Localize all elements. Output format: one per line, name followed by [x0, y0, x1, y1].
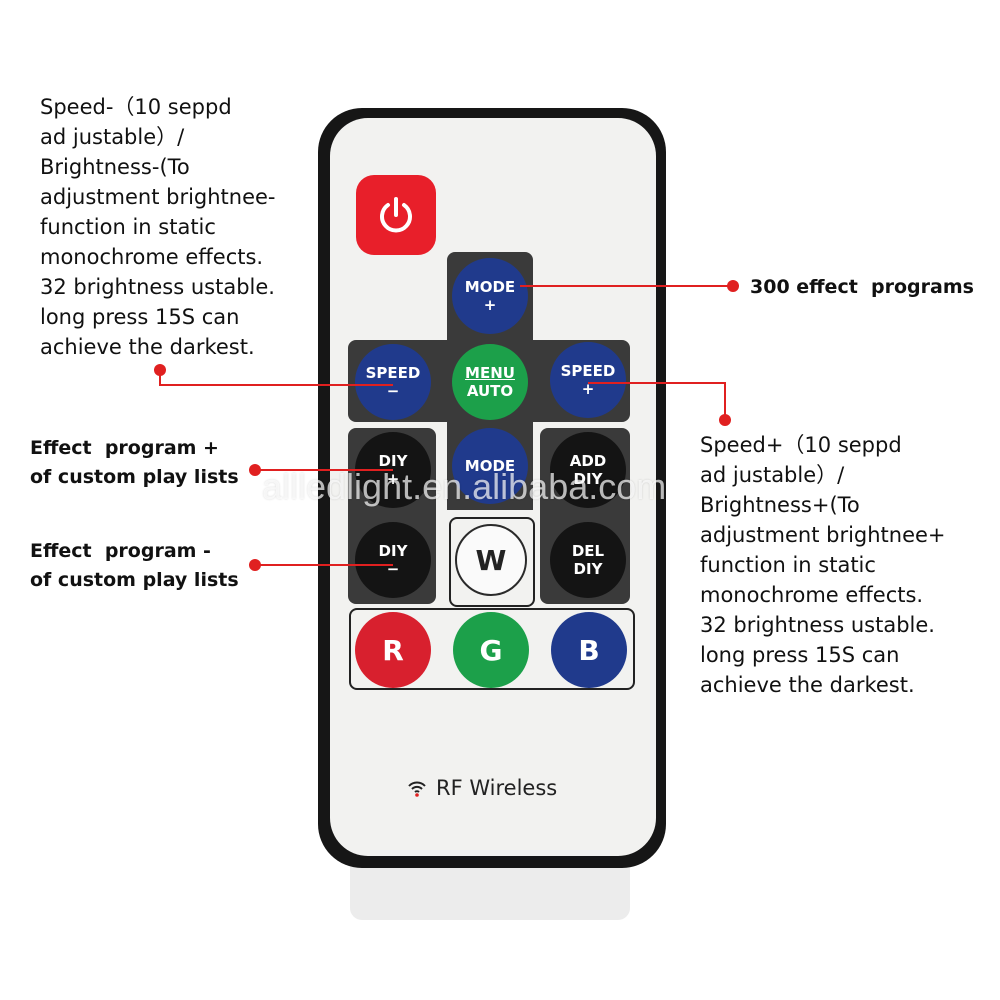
leader-speed-plus: [588, 382, 726, 420]
diy-minus-label: DIY: [378, 542, 408, 560]
r-label: R: [382, 633, 404, 667]
watermark: allledlight.en.alibaba.com: [262, 466, 667, 507]
b-label: B: [578, 633, 600, 667]
wireless-icon: [408, 781, 426, 797]
add-label: ADD: [569, 452, 607, 470]
rgb-button-frame: [349, 608, 635, 690]
diy-plus-sign: +: [386, 470, 400, 488]
power-icon: [380, 197, 412, 233]
del-diy-button[interactable]: DEL DIY: [550, 522, 626, 598]
diy-plus-label: DIY: [378, 452, 408, 470]
annotation-effect-plus: Effect program + of custom play lists: [30, 437, 239, 488]
annotation-effect-programs: 300 effect programs: [750, 276, 974, 298]
add-diy-label: DIY: [573, 470, 603, 488]
del-label: DEL: [571, 542, 605, 560]
speed-minus-button[interactable]: SPEED −: [355, 344, 431, 420]
w-label: W: [475, 543, 507, 577]
power-button[interactable]: [356, 175, 436, 255]
w-button[interactable]: W: [455, 524, 527, 596]
add-diy-button[interactable]: ADD DIY: [550, 432, 626, 508]
leader-dot-effect-plus: [249, 464, 261, 476]
annotation-effect-minus: Effect program - of custom play lists: [30, 540, 239, 591]
menu-label: MENU: [465, 364, 515, 382]
annotation-speed-minus: Speed-（10 seppd ad justable）/ Brightness…: [40, 95, 276, 359]
mode-label: MODE: [464, 457, 516, 475]
mode-button[interactable]: MODE: [452, 428, 528, 504]
speed-minus-sign: −: [386, 382, 400, 400]
annotation-speed-plus: Speed+（10 seppd ad justable）/ Brightness…: [700, 433, 946, 697]
del-diy-label: DIY: [573, 560, 603, 578]
g-label: G: [479, 633, 503, 667]
mode-plus-button[interactable]: MODE +: [452, 258, 528, 334]
b-button[interactable]: B: [551, 612, 627, 688]
speed-plus-sign: +: [581, 380, 595, 398]
speed-plus-label: SPEED: [560, 362, 616, 380]
rf-wireless-label: RF Wireless: [406, 776, 557, 800]
auto-label: AUTO: [466, 382, 514, 400]
r-button[interactable]: R: [355, 612, 431, 688]
g-button[interactable]: G: [453, 612, 529, 688]
mode-plus-label: MODE: [464, 278, 516, 296]
leader-dot-speed-minus: [154, 364, 166, 376]
leader-speed-minus: [159, 370, 393, 386]
speed-plus-button[interactable]: SPEED +: [550, 342, 626, 418]
leader-dot-speed-plus: [719, 414, 731, 426]
speed-minus-label: SPEED: [365, 364, 421, 382]
w-button-frame: [449, 517, 535, 607]
leader-dot-effect-minus: [249, 559, 261, 571]
rf-wireless-text: RF Wireless: [436, 776, 558, 800]
diy-minus-button[interactable]: DIY −: [355, 522, 431, 598]
menu-auto-button[interactable]: MENU AUTO: [452, 344, 528, 420]
mode-plus-sign: +: [483, 296, 497, 314]
leader-dot-effect-programs: [727, 280, 739, 292]
